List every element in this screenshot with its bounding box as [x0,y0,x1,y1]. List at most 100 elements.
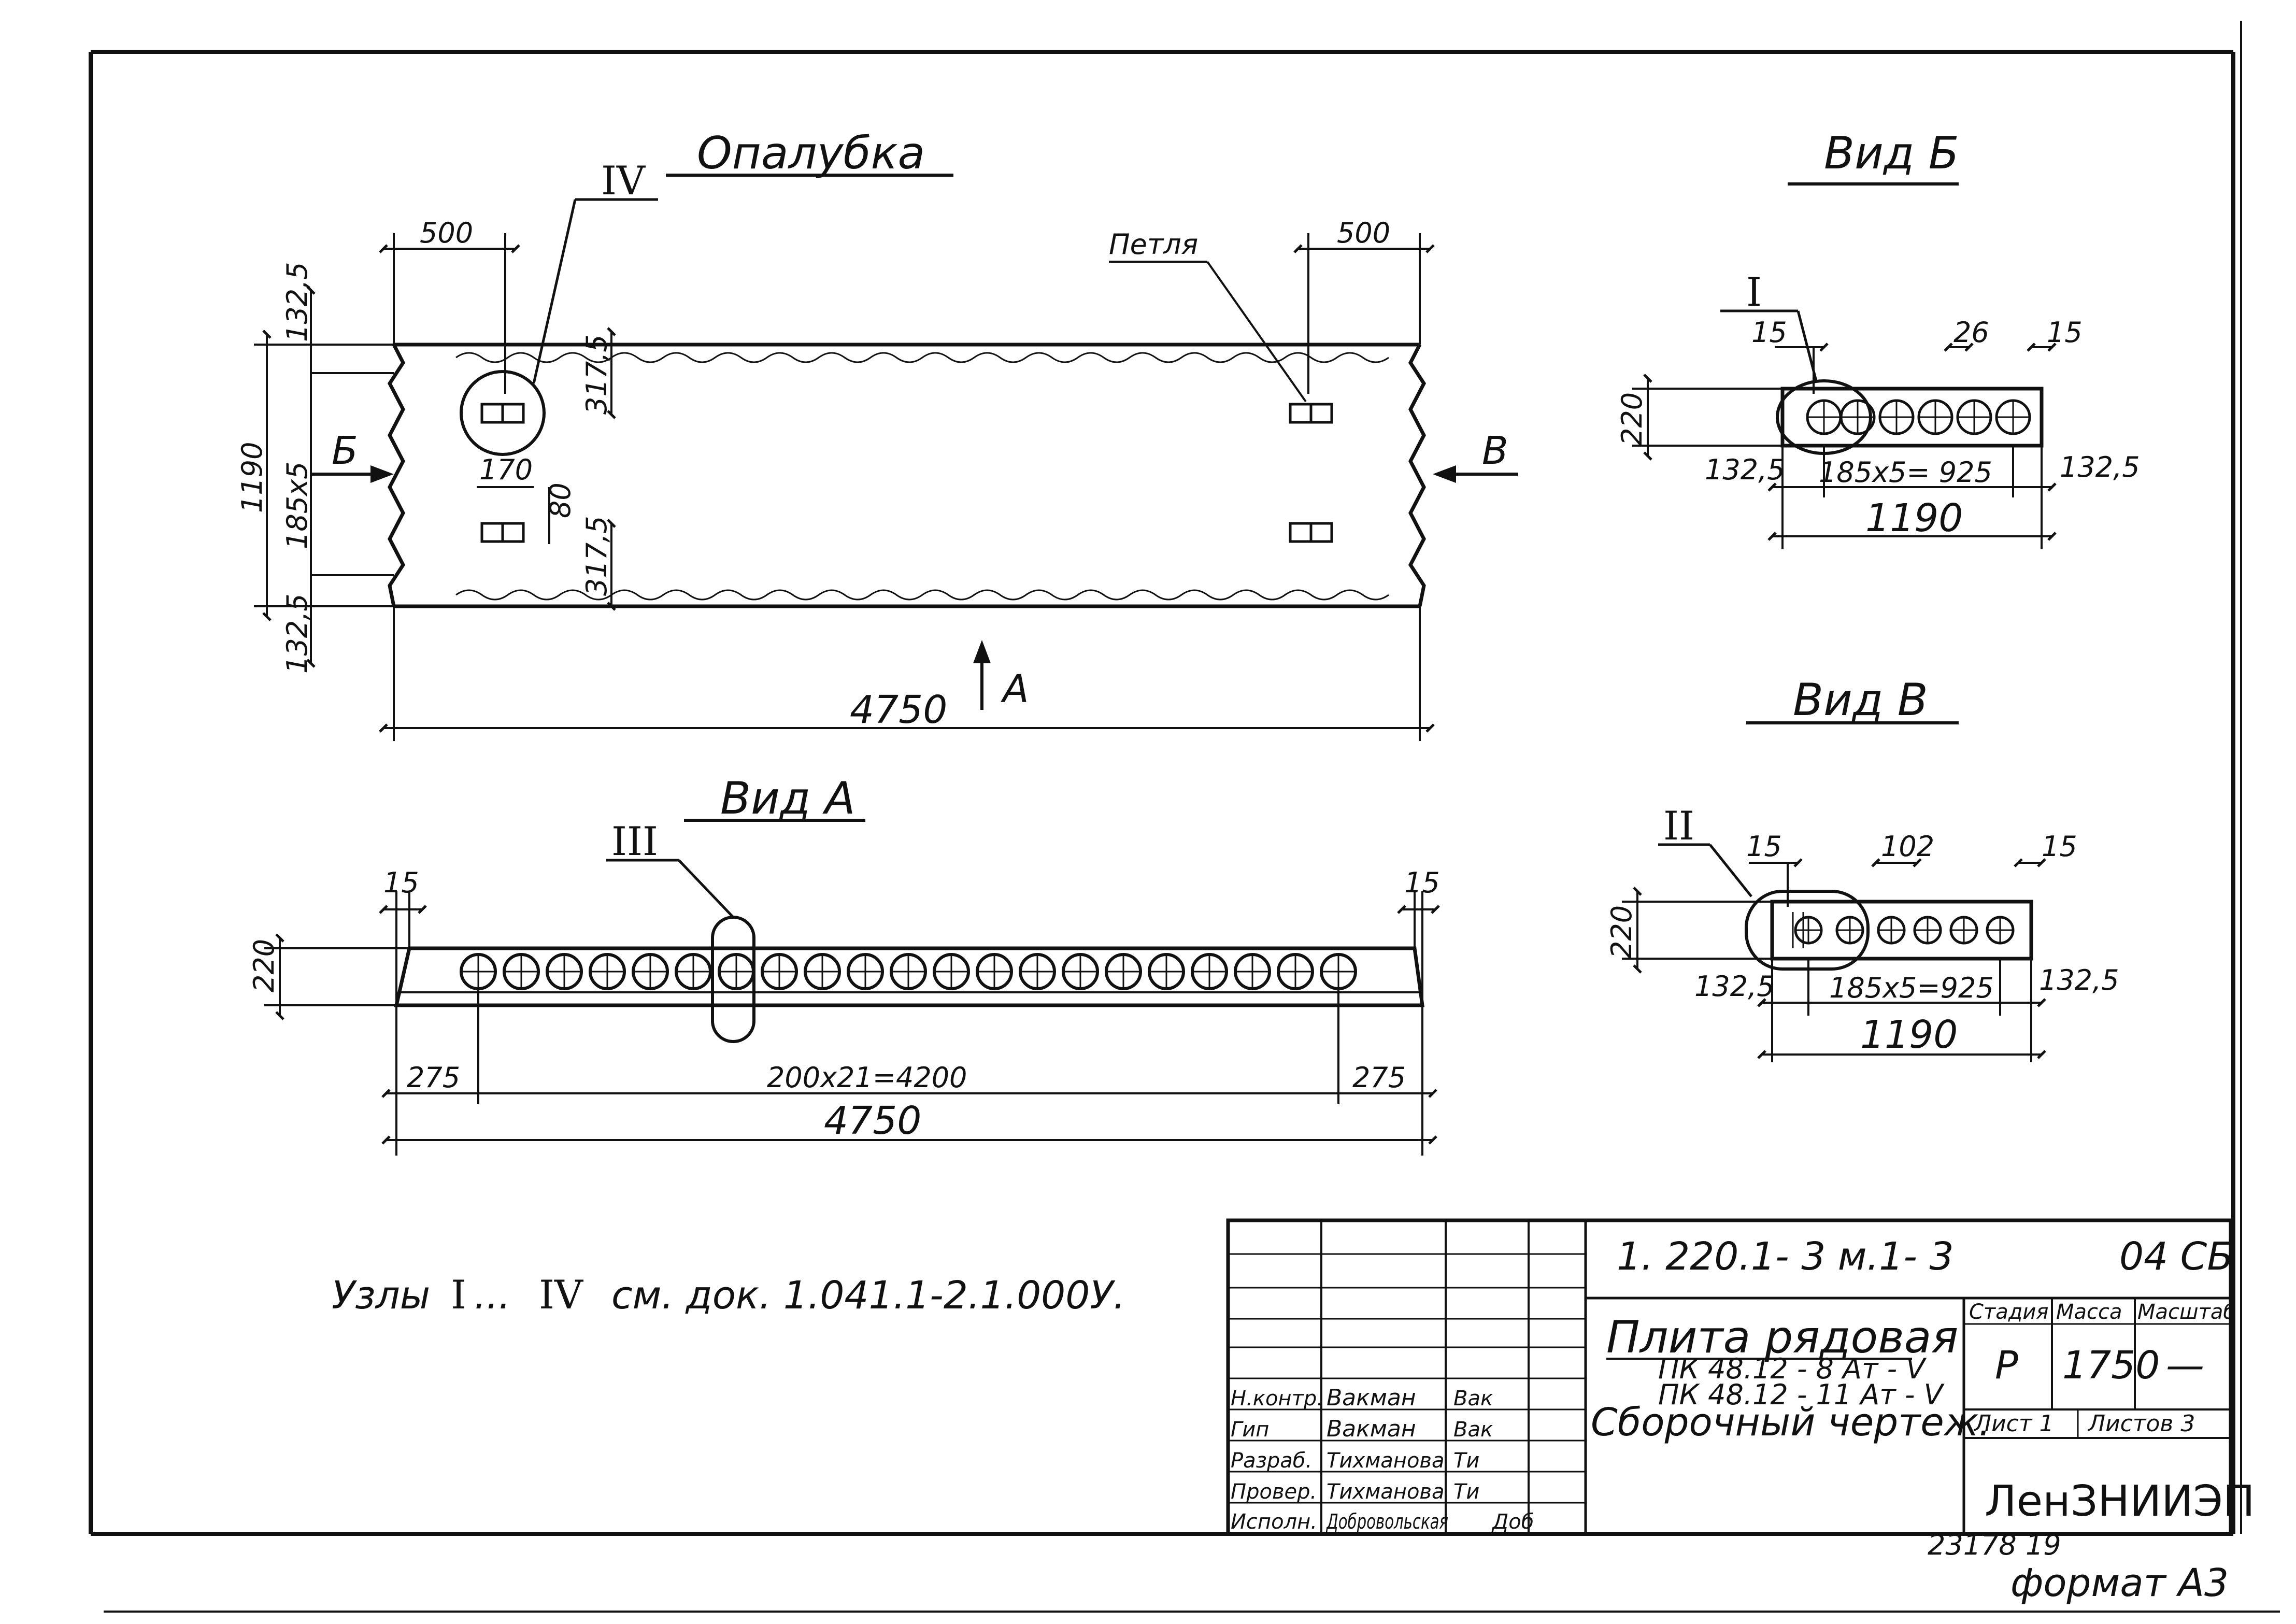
formwork-view: Опалубка IV Петля [236,127,1518,741]
view-v-dim-width: 1190 [1860,1013,1958,1057]
formwork-slab-outline [387,343,1427,608]
view-a-dim-right-edge: 15 [1404,866,1440,899]
product-name: Плита рядовая [1606,1312,1958,1363]
view-b-dim-15a: 15 [1751,316,1787,349]
nodes-note: Узлы I ... IV см. док. 1.041.1-2.1.000У. [332,1272,1125,1318]
view-a-dim-left-end: 275 [407,1061,460,1094]
staff-role: Разраб. [1231,1449,1312,1473]
mass-value: 1750 [2062,1343,2160,1388]
lifting-loops [480,403,1333,543]
view-b-dim-height: 220 [1616,392,1648,446]
staff-name: Вакман [1327,1416,1416,1442]
view-b-dim-26: 26 [1953,316,1989,349]
view-b-dimensions [1632,343,2057,549]
svg-text:А: А [1001,667,1029,711]
view-v-title: Вид В [1793,674,1928,726]
view-b-node-marker: I [1746,269,1762,315]
section-arrow-v: В [1433,429,1518,483]
view-v-dim-102: 102 [1881,830,1934,863]
dim-hole-h: 80 [544,482,577,518]
col-scale: Масштаб [2137,1300,2236,1324]
staff-sign: Доб [1491,1510,1534,1534]
staff-role: Гип [1231,1418,1269,1442]
note-text: см. док. 1.041.1-2.1.000У. [611,1273,1125,1318]
view-b: Вид Б I 15 26 15 220 [1616,127,2140,549]
view-b-dim-15b: 15 [2047,316,2083,349]
product-mark-1: ПК 48.12 - 8 Ат - V [1658,1352,1927,1385]
view-a-dim-height: 220 [248,939,280,992]
staff-sign: Вак [1453,1418,1493,1442]
formwork-node-marker: IV [601,158,646,204]
dim-hole-w: 170 [479,453,533,486]
view-b-title: Вид Б [1824,127,1959,179]
dim-left-top: 500 [420,217,473,249]
sheets-total: Листов 3 [2087,1411,2195,1437]
view-b-dim-right: 132,5 [2060,451,2140,483]
view-v-node-marker: II [1663,803,1694,849]
scale-value: — [2166,1343,2204,1388]
staff-name: Тихманова [1327,1449,1445,1473]
view-v-voids [1792,912,2015,948]
dim-edge-bottom: 132,5 [281,593,313,674]
staff-name: Добровольская [1326,1510,1448,1534]
staff-table: Н.контр. Вакман Вак Гип Вакман Вак Разра… [1231,1385,1534,1534]
dim-loop: 317,5 [580,334,613,415]
view-b-dim-left: 132,5 [1705,453,1785,486]
staff-sign: Ти [1453,1449,1479,1473]
staff-role: Н.контр. [1231,1387,1323,1411]
view-a-dimensions [264,891,1440,1156]
view-v-dim-15a: 15 [1746,830,1782,863]
view-b-voids [1806,399,2031,435]
view-b-dim-width: 1190 [1865,496,1963,540]
view-a-voids [460,953,1357,990]
dim-edge-top: 132,5 [281,262,313,342]
view-a-dim-length: 4750 [824,1099,921,1143]
staff-name: Вакман [1327,1385,1416,1411]
dim-loop-2: 317,5 [580,516,613,596]
note-from: I [451,1272,466,1318]
sheet-code: 04 СБ [2119,1234,2233,1279]
staff-role: Исполн. [1231,1510,1317,1534]
view-b-dim-pitch: 185х5= 925 [1819,456,1992,489]
stage-value: Р [1995,1343,2018,1388]
view-v: Вид В II 15 102 15 [1605,674,2119,1062]
view-a-dim-left-edge: 15 [383,866,419,899]
dim-mid: 185х5 [281,462,313,549]
staff-name: Тихманова [1327,1480,1445,1504]
view-a-dim-pitch: 200х21=4200 [767,1061,967,1094]
formwork-title: Опалубка [697,127,925,179]
col-stage: Стадия [1969,1300,2048,1324]
col-mass: Масса [2056,1300,2122,1324]
dim-length: 4750 [850,688,947,732]
staff-sign: Вак [1453,1387,1493,1411]
staff-role: Провер. [1231,1480,1317,1504]
note-prefix: Узлы [332,1273,430,1318]
inventory-number: 23178 19 [1928,1529,2061,1561]
sheet-number: Лист 1 [1973,1411,2053,1437]
view-a-node-marker: III [611,818,658,864]
title-block: 1. 220.1- 3 м.1- 3 04 СБ Плита рядовая П… [1226,1218,2255,1536]
view-v-dim-height: 220 [1605,905,1638,959]
note-dots: ... [474,1273,511,1318]
view-v-dim-pitch: 185х5=925 [1829,972,1994,1004]
sheet-format: формат А3 [2010,1561,2229,1605]
note-to: IV [539,1272,583,1318]
dim-height: 1190 [236,442,268,513]
formwork-dimensions [254,233,1435,741]
loop-label: Петля [1109,228,1198,261]
view-v-dim-left: 132,5 [1694,970,1775,1003]
dim-right-top: 500 [1337,217,1390,249]
svg-text:В: В [1482,429,1508,473]
view-v-dim-15b: 15 [2042,830,2077,863]
view-a-title: Вид А [720,773,855,824]
section-arrow-a: А [973,640,1029,711]
view-a-dim-right-end: 275 [1352,1061,1406,1094]
svg-text:Б: Б [332,429,358,473]
product-mark-2: ПК 48.12 - 11 Ат - V [1658,1378,1945,1411]
section-arrow-b: Б [311,429,394,483]
view-a: Вид А III [248,773,1440,1156]
doc-type: Сборочный чертеж. [1591,1400,1991,1445]
organization: ЛенЗНИИЭП [1985,1477,2255,1526]
view-v-dimensions [1622,858,2046,1062]
